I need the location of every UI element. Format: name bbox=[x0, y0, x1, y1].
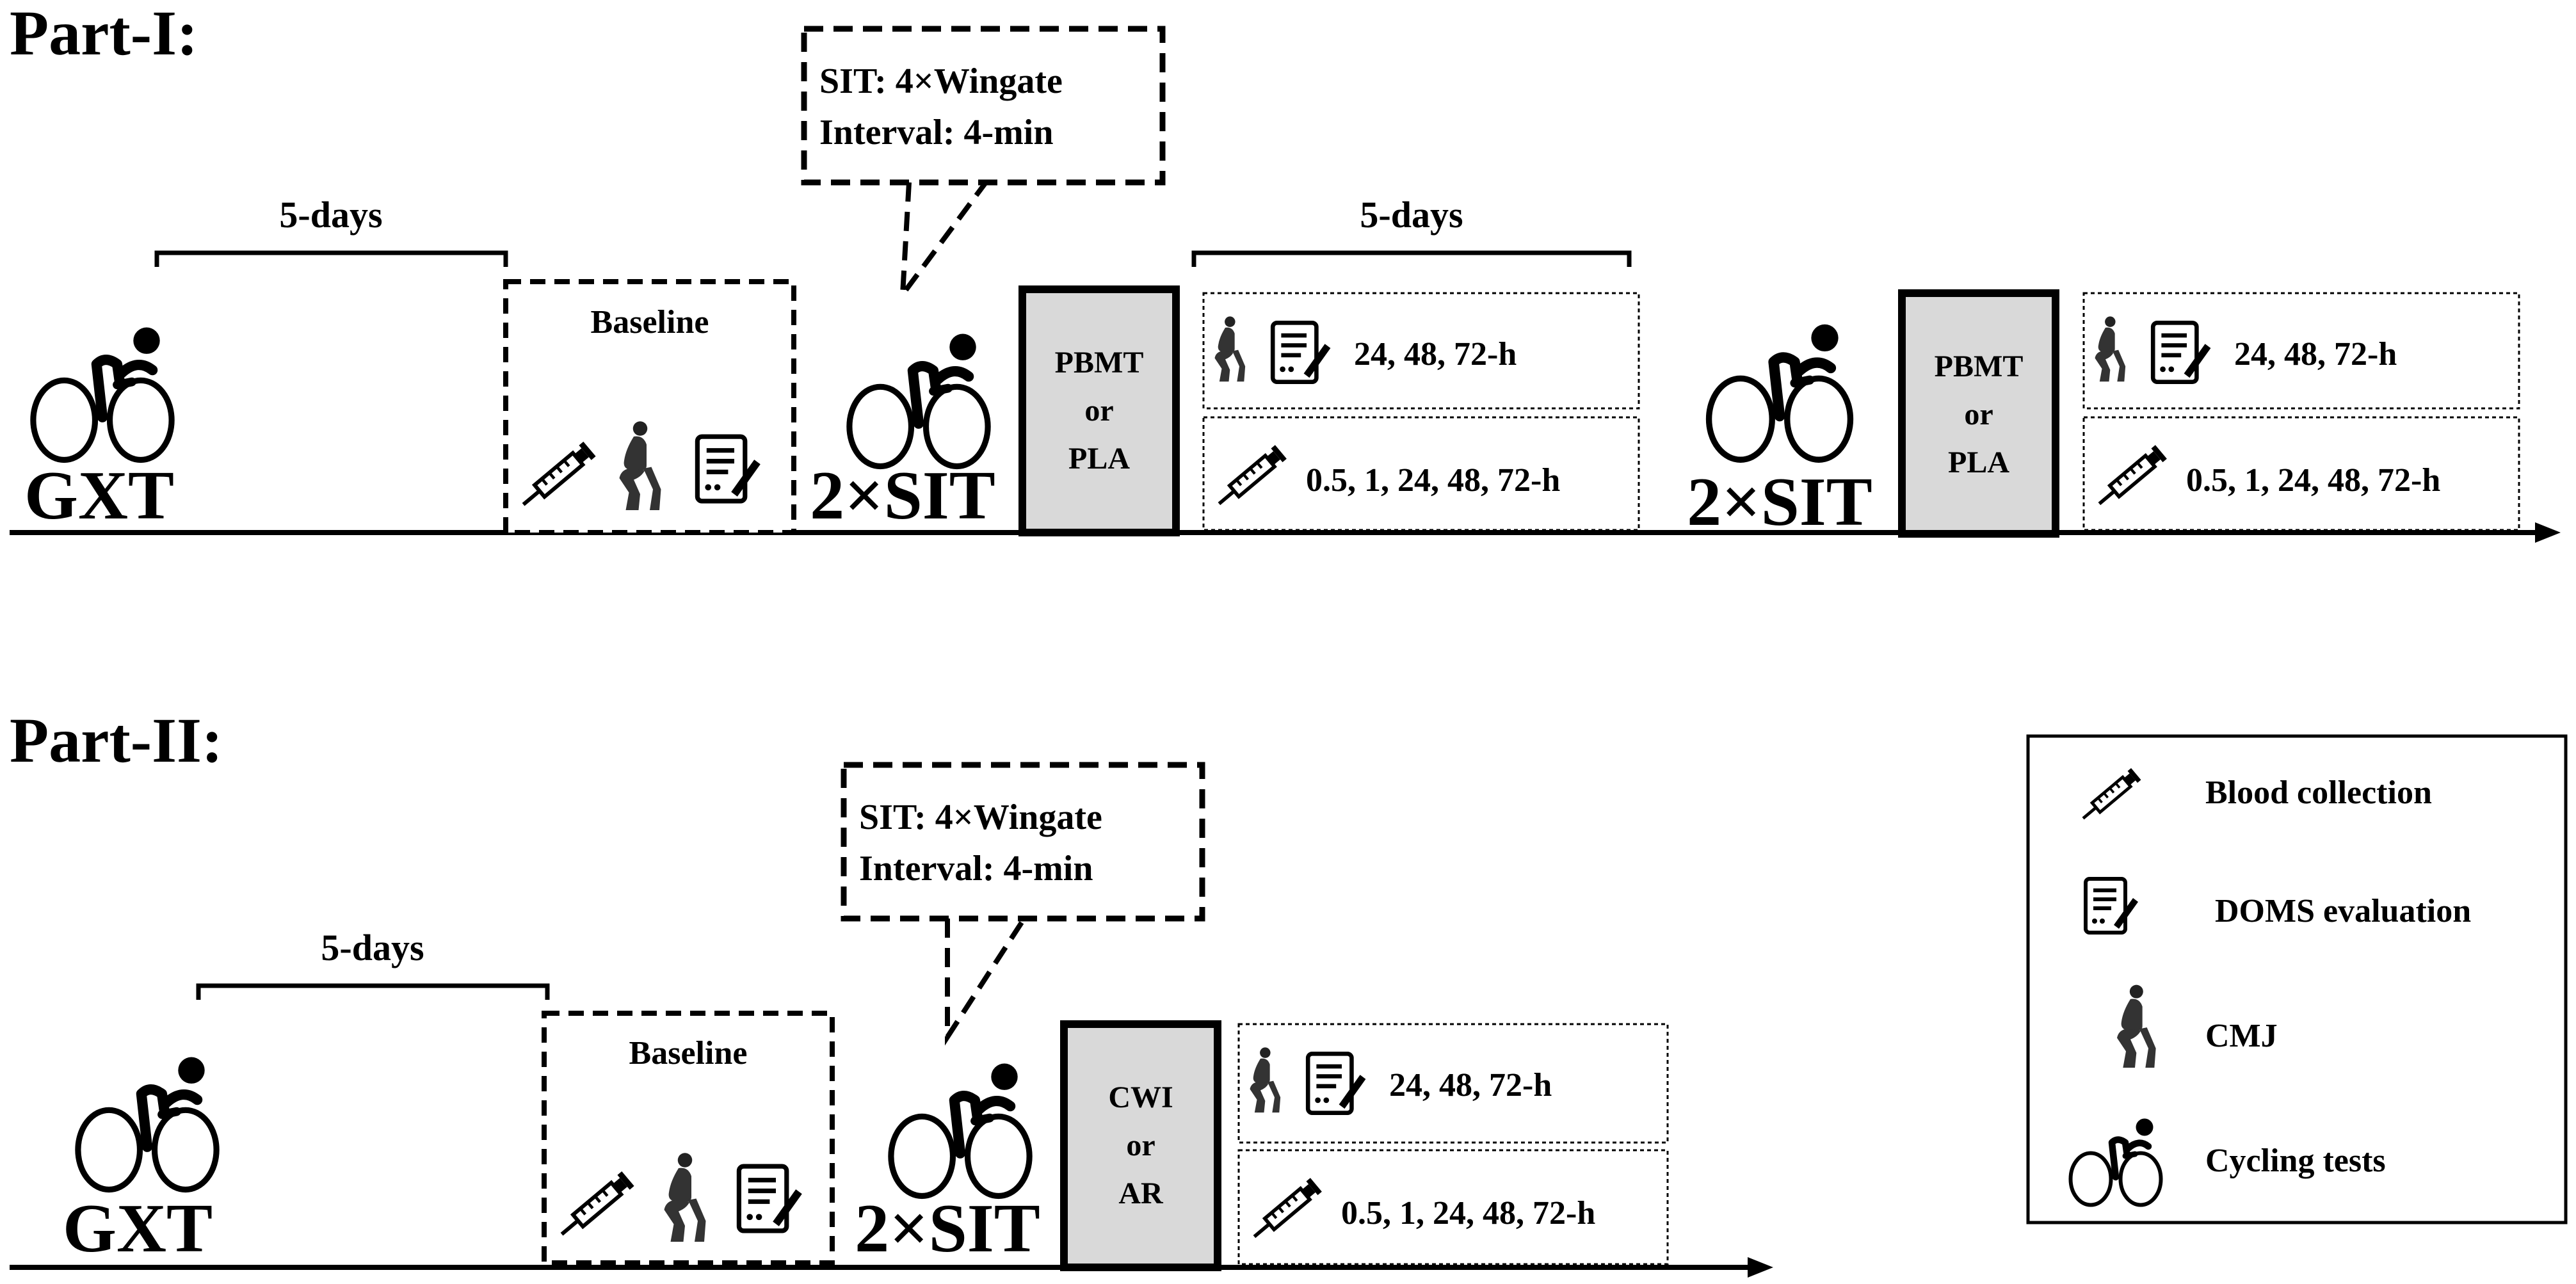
part2-gap-label: 5-days bbox=[321, 927, 424, 968]
part1-sit-note-line2: Interval: 4-min bbox=[819, 113, 1054, 152]
part1-second-treatment-box bbox=[1898, 289, 2059, 538]
part1-second-sit-label: 2×SIT bbox=[1687, 464, 1872, 540]
part2-treatment-line2: or bbox=[1126, 1128, 1155, 1162]
part1-blood-box bbox=[1202, 416, 1640, 531]
part2-sit-label: 2×SIT bbox=[855, 1191, 1040, 1267]
part1-second-performance-times: 24, 48, 72-h bbox=[2234, 336, 2397, 373]
part2-blood-times: 0.5, 1, 24, 48, 72-h bbox=[1341, 1195, 1595, 1232]
legend-cycling-tests: Cycling tests bbox=[2205, 1143, 2386, 1179]
part2-sit-note-line2: Interval: 4-min bbox=[859, 849, 1093, 888]
legend: Blood collection DOMS evaluation CMJ Cyc… bbox=[2026, 734, 2568, 1224]
part1-baseline-label: Baseline bbox=[591, 304, 709, 341]
part1-timeline-arrowhead bbox=[2535, 522, 2561, 543]
part2-performance-times: 24, 48, 72-h bbox=[1389, 1067, 1552, 1103]
part1-gxt-label: GXT bbox=[24, 458, 174, 534]
part1-second-treatment-line3: PLA bbox=[1948, 445, 2009, 479]
part2-timeline-arrowhead bbox=[1748, 1257, 1773, 1278]
part1-performance-times: 24, 48, 72-h bbox=[1354, 336, 1517, 373]
part2-title: Part-II: bbox=[10, 705, 223, 776]
part1-second-blood-box bbox=[2082, 416, 2520, 531]
part1-sit-note-pointer bbox=[899, 181, 988, 303]
part1-gap-label: 5-days bbox=[279, 194, 382, 236]
part1-second-washout-bracket bbox=[1191, 250, 1632, 267]
part2-blood-box bbox=[1237, 1149, 1669, 1265]
part1-second-sit-cyclist-icon bbox=[1709, 325, 1851, 460]
part2-treatment-box bbox=[1060, 1020, 1221, 1271]
part1-title: Part-I: bbox=[10, 0, 198, 68]
part1-second-blood-times: 0.5, 1, 24, 48, 72-h bbox=[2186, 462, 2440, 499]
part1-treatment-line1: PBMT bbox=[1055, 346, 1144, 380]
part2-gxt-label: GXT bbox=[63, 1191, 213, 1267]
part2-sit-cyclist-icon bbox=[891, 1064, 1029, 1196]
part1-sit-note-line1: SIT: 4×Wingate bbox=[819, 61, 1063, 101]
legend-doms-evaluation: DOMS evaluation bbox=[2215, 893, 2471, 929]
part2-sit-note-line1: SIT: 4×Wingate bbox=[859, 798, 1102, 837]
legend-cmj: CMJ bbox=[2205, 1018, 2278, 1054]
part1-second-treatment-line2: or bbox=[1964, 397, 1993, 431]
part2-baseline-label: Baseline bbox=[629, 1035, 748, 1071]
part2-sit-note-box bbox=[841, 762, 1205, 922]
part1-gap-bracket bbox=[154, 250, 508, 267]
part1-blood-times: 0.5, 1, 24, 48, 72-h bbox=[1306, 462, 1560, 499]
part1-second-washout-label: 5-days bbox=[1360, 194, 1463, 236]
part1-sit-cyclist-icon bbox=[849, 334, 988, 467]
part2-gap-bracket bbox=[196, 983, 550, 1000]
part2-treatment-line1: CWI bbox=[1108, 1080, 1173, 1114]
legend-blood-collection: Blood collection bbox=[2205, 774, 2432, 811]
part2-treatment-line3: AR bbox=[1118, 1176, 1164, 1210]
part1-sit-note-box bbox=[801, 26, 1166, 186]
part2-gxt-cyclist-icon bbox=[78, 1057, 216, 1190]
part2-sit-note-pointer bbox=[945, 917, 1027, 1046]
part1-sit-label: 2×SIT bbox=[810, 458, 995, 534]
part1-treatment-line2: or bbox=[1084, 394, 1113, 428]
part1-gxt-cyclist-icon bbox=[33, 328, 172, 460]
part1-treatment-line3: PLA bbox=[1068, 442, 1130, 476]
part1-second-treatment-line1: PBMT bbox=[1935, 349, 2024, 383]
part1-treatment-box bbox=[1018, 285, 1180, 536]
